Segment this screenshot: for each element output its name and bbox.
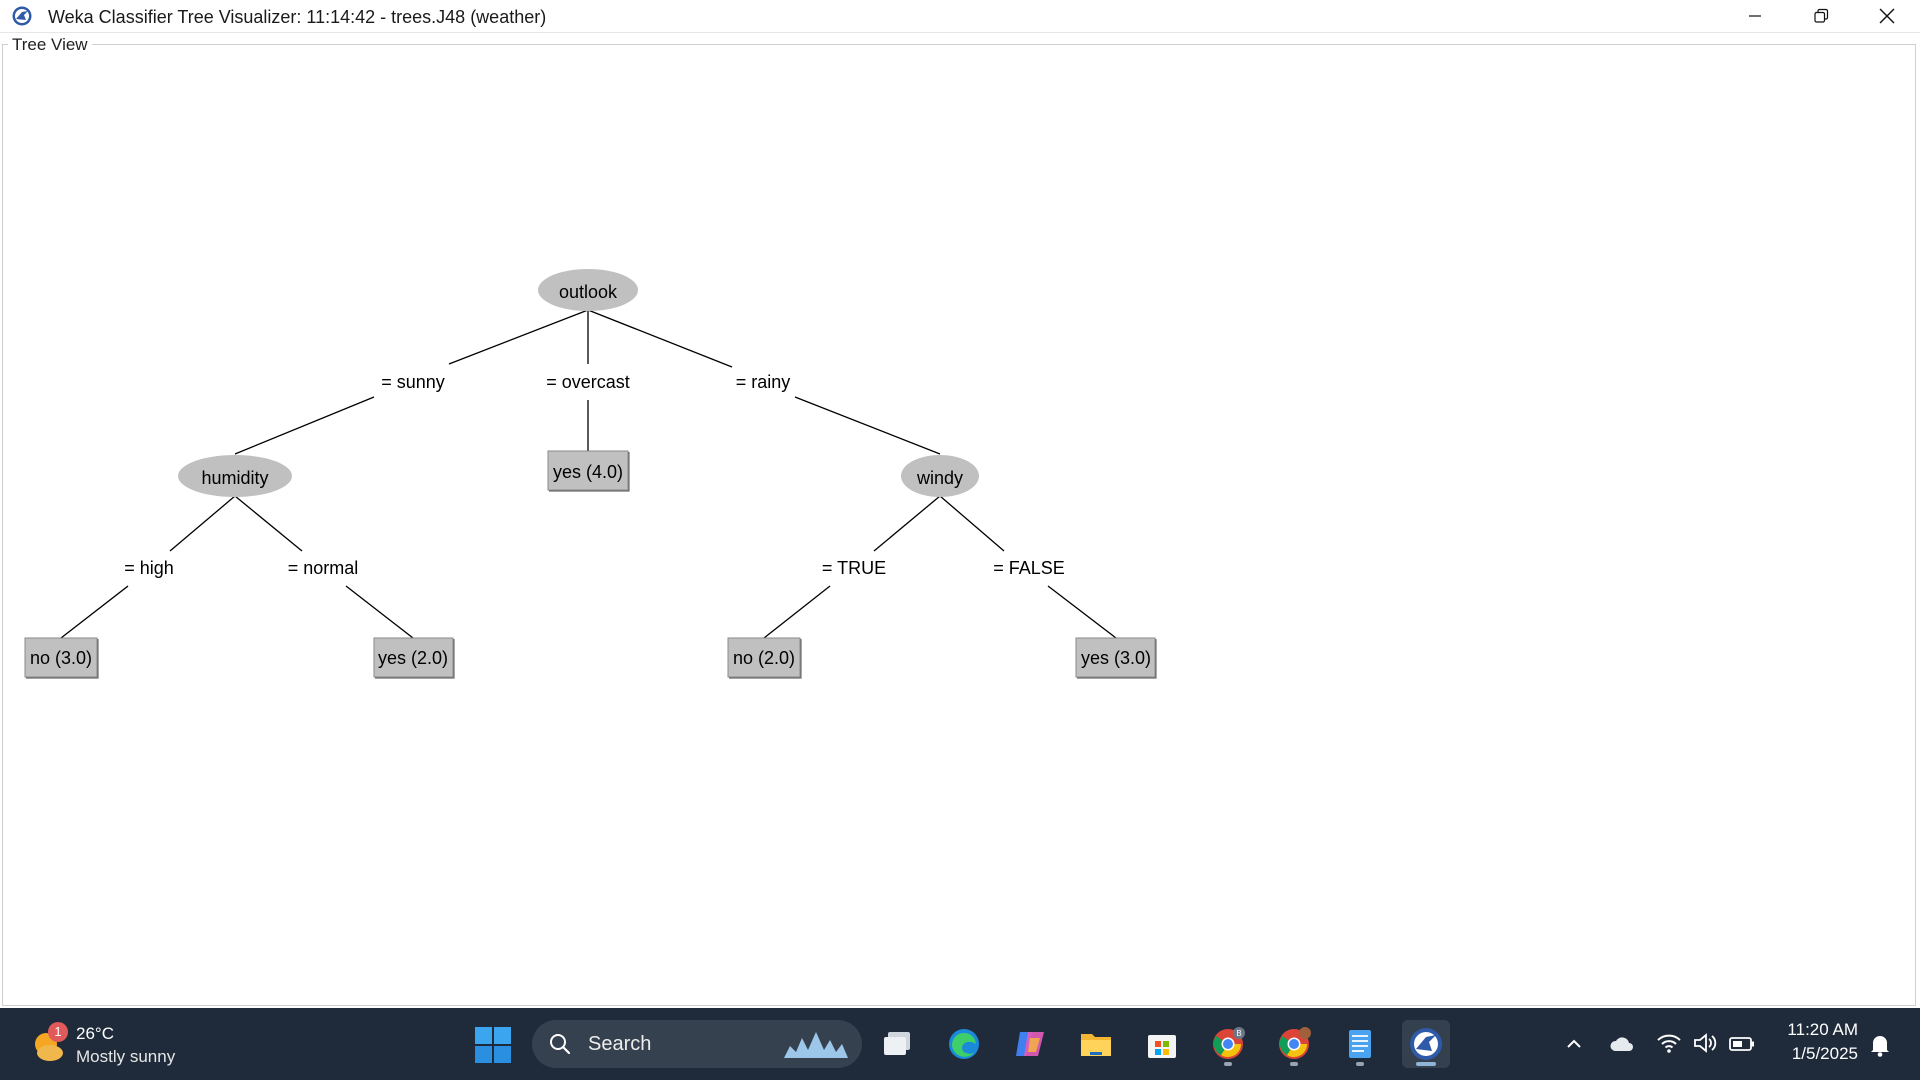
- decision-tree-canvas[interactable]: outlook humidity windy yes (4.0) no (3.0…: [0, 0, 1920, 1008]
- weather-condition: Mostly sunny: [76, 1047, 176, 1066]
- cloud-icon[interactable]: [1608, 1032, 1636, 1056]
- title-bar[interactable]: Weka Classifier Tree Visualizer: 11:14:4…: [0, 0, 1920, 33]
- search-icon: [550, 1034, 571, 1055]
- edge-line: [763, 585, 831, 639]
- close-icon: [1879, 8, 1895, 24]
- running-indicator: [1356, 1062, 1364, 1066]
- leaf-label: yes (3.0): [1081, 648, 1151, 668]
- taskbar-app-microsoft-store[interactable]: [1138, 1020, 1186, 1068]
- minimize-button[interactable]: [1722, 0, 1788, 32]
- node-label: outlook: [559, 282, 618, 302]
- taskbar-app-task-view[interactable]: [874, 1020, 922, 1068]
- edge-line: [234, 495, 303, 552]
- weka-app-icon: [12, 6, 32, 26]
- tree-leaf-false[interactable]: yes (3.0): [1075, 637, 1157, 679]
- taskbar-app-notepad[interactable]: [1336, 1020, 1384, 1068]
- running-indicator: [1224, 1062, 1232, 1066]
- running-indicator: [1290, 1062, 1298, 1066]
- edge-label-high: = high: [124, 558, 174, 578]
- weather-notification-badge: 1: [48, 1022, 68, 1042]
- taskbar-search-box[interactable]: Search: [532, 1020, 862, 1068]
- leaf-label: no (3.0): [30, 648, 92, 668]
- node-label: humidity: [201, 468, 268, 488]
- store-icon: [1148, 1035, 1176, 1058]
- svg-text:B: B: [1236, 1029, 1241, 1038]
- tree-view-panel[interactable]: [2, 44, 1916, 1006]
- search-highlight-icon: [784, 1032, 848, 1058]
- chrome-icon: B: [1213, 1027, 1245, 1059]
- edge-line: [234, 396, 375, 455]
- edge-label-overcast: = overcast: [546, 372, 630, 392]
- restore-button[interactable]: [1788, 0, 1854, 32]
- notepad-icon: [1349, 1030, 1371, 1058]
- edge-line: [939, 495, 1005, 552]
- minimize-icon: [1749, 15, 1761, 17]
- edge-label-normal: = normal: [288, 558, 359, 578]
- task-view-icon: [884, 1032, 910, 1055]
- battery-icon[interactable]: [1728, 1032, 1756, 1056]
- edge-label-true: = TRUE: [822, 558, 886, 578]
- tree-node-outlook[interactable]: outlook: [538, 269, 638, 311]
- tree-view-legend: Tree View: [8, 35, 92, 55]
- window-title: Weka Classifier Tree Visualizer: 11:14:4…: [48, 7, 547, 27]
- weather-temperature: 26°C: [76, 1024, 114, 1043]
- edge-line: [60, 585, 129, 639]
- taskbar-app-weka[interactable]: [1402, 1020, 1450, 1068]
- taskbar-app-file-explorer[interactable]: [1072, 1020, 1120, 1068]
- tree-node-humidity[interactable]: humidity: [178, 455, 292, 497]
- notification-bell-icon[interactable]: [1868, 1032, 1892, 1058]
- taskbar: 1 26°C Mostly sunny Search: [0, 1008, 1920, 1080]
- taskbar-app-chrome-profile-2[interactable]: [1270, 1020, 1318, 1068]
- tree-leaf-normal[interactable]: yes (2.0): [373, 637, 455, 679]
- edge-line: [794, 396, 941, 455]
- chrome-icon: [1279, 1027, 1311, 1059]
- leaf-label: no (2.0): [733, 648, 795, 668]
- copilot-icon: [1016, 1032, 1044, 1056]
- tree-visualizer-window: Weka Classifier Tree Visualizer: 11:14:4…: [0, 0, 1920, 1008]
- clock-time[interactable]: 11:20 AM: [1787, 1020, 1858, 1039]
- edge-line: [1047, 585, 1117, 639]
- wifi-icon[interactable]: [1656, 1030, 1682, 1056]
- leaf-label: yes (4.0): [553, 462, 623, 482]
- edge-line: [873, 495, 941, 552]
- close-button[interactable]: [1854, 0, 1920, 32]
- tree-leaf-overcast[interactable]: yes (4.0): [547, 450, 630, 492]
- taskbar-app-chrome-profile-b[interactable]: B: [1204, 1020, 1252, 1068]
- edge-line: [448, 309, 589, 365]
- edge-line: [169, 495, 236, 552]
- tree-leaf-true[interactable]: no (2.0): [727, 637, 802, 679]
- active-indicator: [1416, 1062, 1436, 1066]
- weka-icon: [1410, 1028, 1442, 1060]
- edge-label-rainy: = rainy: [736, 372, 791, 392]
- folder-icon: [1081, 1034, 1111, 1056]
- tree-node-windy[interactable]: windy: [901, 455, 979, 497]
- volume-icon[interactable]: [1692, 1030, 1718, 1056]
- search-placeholder: Search: [588, 1033, 652, 1055]
- edge-line: [587, 309, 733, 368]
- weather-widget[interactable]: 1 26°C Mostly sunny: [28, 1020, 228, 1068]
- tree-leaf-high[interactable]: no (3.0): [24, 637, 99, 679]
- edge-line: [345, 585, 414, 639]
- edge-icon: [949, 1029, 979, 1059]
- restore-icon: [1814, 8, 1829, 23]
- chevron-up-icon[interactable]: [1562, 1032, 1586, 1056]
- node-label: windy: [916, 468, 963, 488]
- leaf-label: yes (2.0): [378, 648, 448, 668]
- edge-label-sunny: = sunny: [381, 372, 445, 392]
- edge-label-false: = FALSE: [993, 558, 1065, 578]
- clock-date[interactable]: 1/5/2025: [1791, 1044, 1858, 1063]
- taskbar-app-edge[interactable]: [940, 1020, 988, 1068]
- windows-start-icon[interactable]: [474, 1026, 512, 1064]
- taskbar-app-copilot[interactable]: [1006, 1020, 1054, 1068]
